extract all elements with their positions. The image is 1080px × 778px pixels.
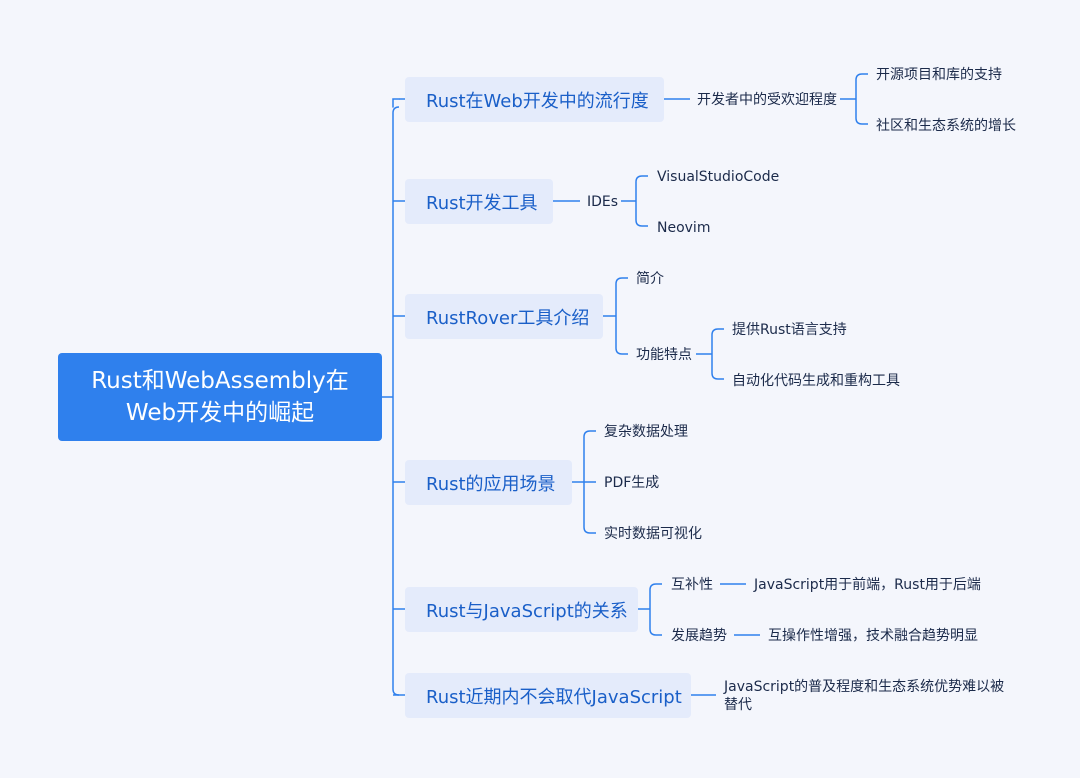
branch-label: Rust开发工具 xyxy=(426,192,538,214)
b5-fork xyxy=(649,583,662,636)
leaf-frontend-backend[interactable]: JavaScript用于前端，Rust用于后端 xyxy=(754,577,981,593)
b3-features-fork xyxy=(711,328,724,380)
leaf-open-source-support[interactable]: 开源项目和库的支持 xyxy=(876,67,1002,83)
leaf-complex-data-processing[interactable]: 复杂数据处理 xyxy=(604,424,688,440)
leaf-js-ecosystem-advantage[interactable]: JavaScript的普及程度和生态系统优势难以被替代 xyxy=(724,679,1005,713)
b3-fork xyxy=(615,277,628,355)
branch-label: Rust近期内不会取代JavaScript xyxy=(426,686,682,708)
branch-use-cases[interactable]: Rust的应用场景 xyxy=(405,460,572,505)
leaf-realtime-visualization[interactable]: 实时数据可视化 xyxy=(604,526,702,542)
b1-fork xyxy=(855,73,868,125)
subtopic-complementarity[interactable]: 互补性 xyxy=(671,577,713,593)
leaf-community-growth[interactable]: 社区和生态系统的增长 xyxy=(876,118,1016,134)
subtopic-ides[interactable]: IDEs xyxy=(587,194,619,210)
branch-not-replacing-js[interactable]: Rust近期内不会取代JavaScript xyxy=(405,673,691,718)
branch-label: Rust的应用场景 xyxy=(426,473,556,495)
root-title-line2: Web开发中的崛起 xyxy=(125,400,315,426)
branch-dev-tools[interactable]: Rust开发工具 xyxy=(405,179,553,224)
leaf-neovim[interactable]: Neovim xyxy=(657,220,711,236)
leaf-interop-trend[interactable]: 互操作性增强，技术融合趋势明显 xyxy=(768,628,978,644)
b4-fork xyxy=(583,430,596,534)
root-title-line1: Rust和WebAssembly在 xyxy=(91,368,349,394)
leaf-vscode[interactable]: VisualStudioCode xyxy=(657,169,780,185)
leaf-pdf-generation[interactable]: PDF生成 xyxy=(604,475,660,491)
branch-label: RustRover工具介绍 xyxy=(426,307,590,329)
branch-label: Rust在Web开发中的流行度 xyxy=(426,90,649,112)
subtopic-intro[interactable]: 简介 xyxy=(636,271,664,287)
subtopic-features[interactable]: 功能特点 xyxy=(636,347,692,363)
branch-rust-js-relationship[interactable]: Rust与JavaScript的关系 xyxy=(405,587,638,632)
subtopic-developer-popularity[interactable]: 开发者中的受欢迎程度 xyxy=(697,92,837,108)
root-topic[interactable]: Rust和WebAssembly在 Web开发中的崛起 xyxy=(58,353,382,441)
branch-rustrover[interactable]: RustRover工具介绍 xyxy=(405,294,603,339)
leaf-code-generation-refactoring[interactable]: 自动化代码生成和重构工具 xyxy=(732,373,900,389)
branch-popularity[interactable]: Rust在Web开发中的流行度 xyxy=(405,77,664,122)
leaf-rust-language-support[interactable]: 提供Rust语言支持 xyxy=(732,322,847,338)
subtopic-trend[interactable]: 发展趋势 xyxy=(671,628,727,644)
trunk-vertical xyxy=(392,106,400,696)
b2-fork xyxy=(635,175,648,227)
branch-label: Rust与JavaScript的关系 xyxy=(426,600,628,622)
